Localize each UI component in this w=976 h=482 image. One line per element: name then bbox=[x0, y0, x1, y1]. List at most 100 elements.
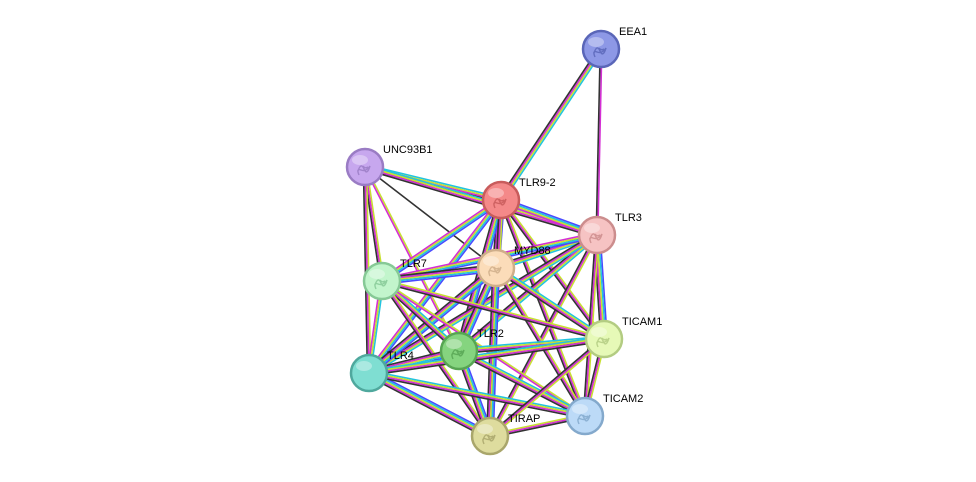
edge-evidence-line bbox=[495, 266, 605, 339]
edge-evidence-line bbox=[369, 370, 492, 436]
edge-evidence-line bbox=[382, 199, 502, 283]
edge-evidence-line bbox=[382, 278, 605, 339]
edge-evidence-line bbox=[500, 48, 603, 201]
edge-evidence-line bbox=[365, 166, 385, 281]
network-edges bbox=[362, 47, 608, 440]
edge-evidence-line bbox=[369, 338, 605, 375]
edge-evidence-line bbox=[362, 167, 369, 374]
edge-evidence-line bbox=[370, 369, 492, 434]
edge-evidence-line bbox=[364, 166, 597, 237]
edge-evidence-line bbox=[367, 375, 489, 440]
edge-evidence-line bbox=[381, 198, 501, 281]
node-tlr7[interactable]: TLR7 bbox=[362, 258, 427, 301]
node-highlight bbox=[584, 223, 600, 233]
edge-evidence-line bbox=[595, 48, 602, 236]
edge-evidence-line bbox=[498, 47, 600, 200]
edge-evidence-line bbox=[367, 266, 496, 373]
edge-evidence-line bbox=[501, 199, 588, 416]
edge-evidence-line bbox=[369, 369, 586, 415]
edge-evidence-line bbox=[367, 199, 501, 373]
node-label: TLR7 bbox=[400, 258, 427, 270]
edge-evidence-line bbox=[495, 268, 605, 341]
edge-evidence-line bbox=[368, 373, 586, 418]
protein-structure-icon bbox=[482, 434, 496, 445]
node-highlight bbox=[588, 37, 604, 47]
node-ticam1[interactable]: TICAM1 bbox=[584, 316, 662, 359]
edge-evidence-line bbox=[498, 200, 585, 417]
edge-tlr4-ticam2 bbox=[368, 369, 586, 420]
edge-evidence-line bbox=[457, 352, 585, 419]
node-tlr3[interactable]: TLR3 bbox=[577, 212, 642, 255]
protein-structure-icon bbox=[596, 337, 610, 348]
node-highlight bbox=[488, 188, 504, 198]
edge-tlr7-ticam1 bbox=[381, 278, 605, 342]
edge-evidence-line bbox=[366, 264, 495, 372]
node-ticam2[interactable]: TICAM2 bbox=[565, 393, 643, 436]
edge-unc93b1-myd88 bbox=[364, 166, 497, 269]
protein-structure-icon bbox=[577, 414, 591, 425]
edge-evidence-line bbox=[364, 166, 497, 269]
edge-evidence-line bbox=[459, 235, 599, 353]
edge-evidence-line bbox=[368, 267, 497, 374]
node-tirap[interactable]: TIRAP bbox=[470, 413, 540, 456]
node-highlight bbox=[572, 404, 588, 414]
edge-evidence-line bbox=[488, 337, 604, 436]
edge-tlr9-2-tlr4 bbox=[366, 198, 504, 375]
protein-structure-icon bbox=[493, 198, 507, 209]
edge-evidence-line bbox=[489, 338, 605, 437]
edge-evidence-line bbox=[370, 269, 499, 377]
edge-tlr9-2-tlr7 bbox=[380, 197, 503, 284]
node-highlight bbox=[369, 269, 385, 279]
edge-evidence-line bbox=[502, 49, 604, 202]
node-highlight bbox=[591, 327, 607, 337]
edge-myd88-tlr4 bbox=[366, 264, 499, 377]
edge-evidence-line bbox=[364, 168, 597, 239]
node-tlr4[interactable]: TLR4 bbox=[349, 350, 414, 393]
edge-evidence-line bbox=[455, 198, 499, 351]
protein-structure-icon bbox=[357, 165, 371, 176]
edge-evidence-line bbox=[368, 335, 604, 372]
edge-evidence-line bbox=[596, 49, 603, 236]
node-highlight bbox=[356, 361, 372, 371]
edge-tlr4-tirap bbox=[367, 369, 492, 440]
edge-evidence-line bbox=[369, 268, 498, 375]
node-tlr2[interactable]: TLR2 bbox=[439, 328, 504, 371]
node-label: TLR3 bbox=[615, 212, 642, 224]
edge-evidence-line bbox=[500, 199, 586, 417]
node-circle[interactable] bbox=[349, 353, 389, 393]
edge-evidence-line bbox=[499, 48, 602, 200]
edge-evidence-line bbox=[368, 374, 585, 420]
node-label: TLR2 bbox=[477, 328, 504, 340]
edge-evidence-line bbox=[380, 197, 501, 280]
edge-evidence-line bbox=[368, 372, 491, 437]
edge-evidence-line bbox=[494, 269, 604, 342]
node-label: MYD88 bbox=[514, 245, 551, 257]
node-myd88[interactable]: MYD88 bbox=[476, 245, 551, 288]
edge-tlr9-2-ticam2 bbox=[498, 199, 588, 417]
node-highlight bbox=[446, 339, 462, 349]
edge-evidence-line bbox=[369, 199, 503, 374]
edge-evidence-line bbox=[458, 350, 586, 418]
node-label: UNC93B1 bbox=[383, 144, 433, 156]
node-unc93b1[interactable]: UNC93B1 bbox=[345, 144, 433, 187]
edge-evidence-line bbox=[458, 349, 586, 417]
node-tlr9-2[interactable]: TLR9-2 bbox=[481, 177, 556, 220]
edge-evidence-line bbox=[382, 270, 497, 285]
protein-structure-icon bbox=[374, 279, 388, 290]
node-highlight bbox=[477, 424, 493, 434]
edge-evidence-line bbox=[368, 371, 586, 416]
edge-evidence-line bbox=[365, 163, 502, 199]
node-eea1[interactable]: EEA1 bbox=[581, 26, 647, 69]
edge-evidence-line bbox=[382, 201, 503, 284]
edge-evidence-line bbox=[490, 339, 606, 438]
edge-myd88-ticam1 bbox=[494, 265, 606, 342]
edge-tlr4-ticam1 bbox=[368, 335, 605, 377]
edge-evidence-line bbox=[381, 280, 605, 340]
node-highlight bbox=[483, 256, 499, 266]
edge-evidence-line bbox=[381, 264, 496, 279]
edge-evidence-line bbox=[381, 281, 604, 342]
edge-evidence-line bbox=[368, 337, 604, 374]
node-label: TLR4 bbox=[387, 350, 414, 362]
